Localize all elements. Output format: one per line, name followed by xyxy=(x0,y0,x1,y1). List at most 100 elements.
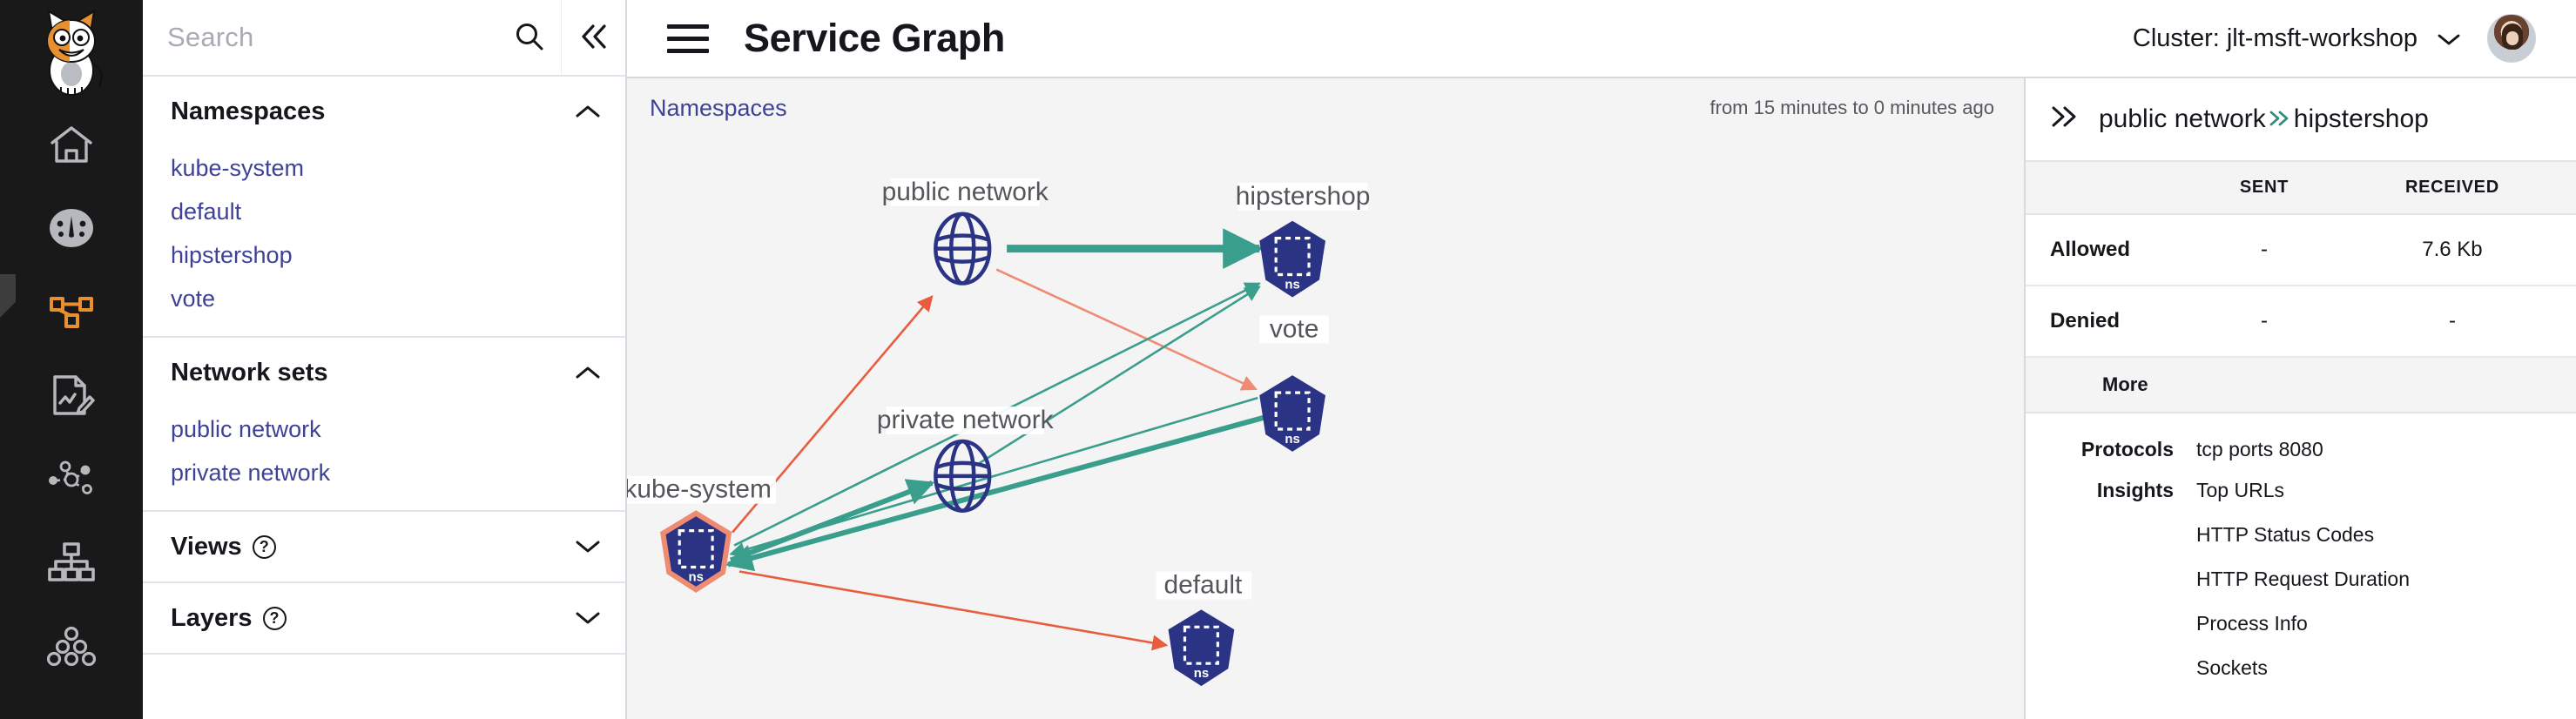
rail-item-home[interactable] xyxy=(0,103,143,186)
left-icon-rail xyxy=(0,0,143,719)
node-hipstershop[interactable]: ns xyxy=(1259,220,1325,298)
topbar-right: Cluster: jlt-msft-workshop xyxy=(2133,14,2536,63)
network-nodes-icon xyxy=(47,460,96,498)
edge-public-network-to-vote[interactable] xyxy=(995,268,1258,391)
page-title: Service Graph xyxy=(744,16,1005,60)
help-icon[interactable]: ? xyxy=(262,606,287,630)
section-namespaces: Namespaces kube-system default hipstersh… xyxy=(143,77,625,338)
row-label-denied: Denied xyxy=(2026,286,2200,358)
title-group: Service Graph xyxy=(662,16,1005,61)
protocols-value: tcp ports 8080 xyxy=(2196,438,2323,460)
sidebar-item-vote[interactable]: vote xyxy=(171,285,216,312)
edge-kube-system-to-private-network[interactable] xyxy=(729,479,935,563)
ns-sublabel: ns xyxy=(1285,432,1299,447)
node-label-bg xyxy=(627,475,776,504)
table-row: Allowed - 7.6 Kb xyxy=(2026,214,2576,286)
section-network-sets-header[interactable]: Network sets xyxy=(143,338,625,407)
row-label-allowed: Allowed xyxy=(2026,214,2200,286)
graph-area[interactable]: public network xyxy=(627,138,2024,719)
section-network-sets-title: Network sets xyxy=(171,358,328,386)
node-public-network[interactable] xyxy=(927,212,997,286)
help-icon[interactable]: ? xyxy=(252,534,276,559)
edge-private-network-to-kube-system[interactable] xyxy=(725,408,1289,572)
node-kube-system[interactable]: ns xyxy=(660,510,732,594)
ns-sublabel: ns xyxy=(1194,666,1209,681)
search-button[interactable] xyxy=(498,0,561,75)
node-vote[interactable]: ns xyxy=(1259,375,1325,452)
insight-sockets[interactable]: Sockets xyxy=(2196,656,2268,679)
home-icon xyxy=(49,124,94,165)
cell-allowed-sent: - xyxy=(2200,214,2329,286)
gauge-icon xyxy=(48,207,95,249)
sidebar-item-public-network[interactable]: public network xyxy=(171,415,321,442)
rail-item-hierarchy[interactable] xyxy=(0,521,143,604)
chevrons-left-icon xyxy=(577,22,610,54)
rail-item-service-graph[interactable] xyxy=(0,270,143,353)
cat-mascot-logo[interactable] xyxy=(0,0,143,103)
insight-top-urls[interactable]: Top URLs xyxy=(2196,479,2284,501)
edge-private-network-to-hipstershop[interactable] xyxy=(974,286,1261,467)
main-area: Service Graph Cluster: jlt-msft-workshop… xyxy=(627,0,2576,719)
graph-edges xyxy=(725,228,1289,651)
insight-process-info[interactable]: Process Info xyxy=(2196,612,2308,635)
rail-item-policies[interactable] xyxy=(0,353,143,437)
sidebar-item-hipstershop[interactable]: hipstershop xyxy=(171,241,293,268)
more-section-header[interactable]: More xyxy=(2026,358,2576,413)
detail-panel: public network hipstershop SENT xyxy=(2026,77,2576,719)
search-input[interactable] xyxy=(167,22,498,53)
chevron-up-icon[interactable] xyxy=(575,359,601,387)
ns-sublabel: ns xyxy=(688,569,703,584)
detail-target-label: hipstershop xyxy=(2293,104,2429,133)
rail-item-dashboard[interactable] xyxy=(0,186,143,270)
chevron-down-icon[interactable] xyxy=(575,604,601,633)
cell-denied-received: - xyxy=(2328,286,2576,358)
hamburger-icon[interactable] xyxy=(662,19,714,58)
node-private-network[interactable] xyxy=(927,439,997,513)
node-label-bg xyxy=(1259,315,1329,344)
sidebar-item-private-network[interactable]: private network xyxy=(171,459,331,486)
col-header-received: RECEIVED xyxy=(2328,160,2576,215)
cell-denied-sent: - xyxy=(2200,286,2329,358)
sidebar-item-kube-system[interactable]: kube-system xyxy=(171,154,305,181)
detail-source-label: public network xyxy=(2099,104,2266,133)
avatar[interactable] xyxy=(2487,14,2536,63)
traffic-table: SENT RECEIVED Allowed - 7.6 Kb Denied - xyxy=(2026,160,2576,358)
service-graph-svg[interactable]: public network xyxy=(627,138,2024,719)
node-default[interactable]: ns xyxy=(1168,609,1235,687)
section-layers: Layers ? xyxy=(143,583,625,655)
section-views-title: Views xyxy=(171,532,242,561)
col-header-sent: SENT xyxy=(2200,160,2329,215)
cluster-selector[interactable]: Cluster: jlt-msft-workshop xyxy=(2133,24,2461,53)
chevron-up-icon[interactable] xyxy=(575,97,601,126)
table-row: Denied - - xyxy=(2026,286,2576,358)
insight-http-status-codes[interactable]: HTTP Status Codes xyxy=(2196,523,2375,546)
cluster-label: Cluster: jlt-msft-workshop xyxy=(2132,24,2418,52)
section-layers-header[interactable]: Layers ? xyxy=(143,583,625,653)
time-range-label[interactable]: from 15 minutes to 0 minutes ago xyxy=(1709,97,1995,118)
rail-item-nodes[interactable] xyxy=(0,604,143,688)
section-namespaces-header[interactable]: Namespaces xyxy=(143,77,625,146)
node-label-public-network: public network xyxy=(882,178,1049,206)
section-network-sets: Network sets public network private netw… xyxy=(143,338,625,512)
edge-kube-system-to-default[interactable] xyxy=(738,570,1169,651)
sidebar-search-bar xyxy=(143,0,625,77)
rail-icon-list xyxy=(0,103,143,688)
insights-row: Insights Top URLs HTTP Status Codes HTTP… xyxy=(2026,479,2576,701)
chevrons-right-icon[interactable] xyxy=(2050,104,2080,134)
sidebar-collapse-button[interactable] xyxy=(561,0,625,75)
breadcrumb[interactable]: Namespaces xyxy=(650,94,787,121)
rail-item-network-topology[interactable] xyxy=(0,437,143,521)
node-label-default: default xyxy=(1164,570,1243,599)
search-field-wrap xyxy=(143,0,498,75)
insights-label: Insights xyxy=(2096,479,2174,501)
sidebar-item-default[interactable]: default xyxy=(171,198,242,225)
table-header-row: SENT RECEIVED xyxy=(2026,160,2576,215)
insight-http-request-duration[interactable]: HTTP Request Duration xyxy=(2196,568,2411,590)
section-views-header[interactable]: Views ? xyxy=(143,512,625,581)
ns-sublabel: ns xyxy=(1285,277,1299,292)
protocols-label: Protocols xyxy=(2080,438,2174,460)
search-icon xyxy=(514,21,545,55)
cell-allowed-received: 7.6 Kb xyxy=(2328,214,2576,286)
section-namespaces-title: Namespaces xyxy=(171,97,326,125)
chevron-down-icon[interactable] xyxy=(575,533,601,561)
